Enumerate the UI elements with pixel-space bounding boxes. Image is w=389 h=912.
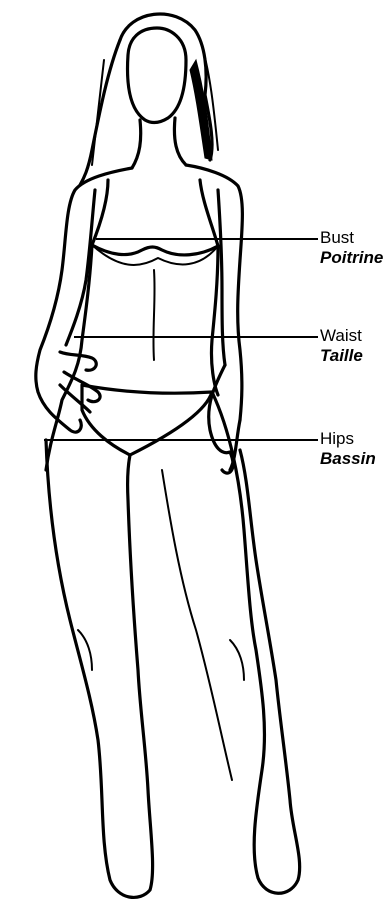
hips-label: Hips Bassin xyxy=(320,430,376,467)
female-figure-illustration xyxy=(36,14,300,897)
hips-label-fr: Bassin xyxy=(320,450,376,467)
face-outline xyxy=(128,28,186,122)
right-leg xyxy=(212,392,300,893)
bust-label-en: Bust xyxy=(320,229,383,246)
left-arm xyxy=(36,168,132,432)
bust-label-fr: Poitrine xyxy=(320,249,383,266)
left-leg xyxy=(46,440,153,897)
bust-label: Bust Poitrine xyxy=(320,229,383,266)
bikini-top xyxy=(92,180,218,255)
hips-label-en: Hips xyxy=(320,430,376,447)
torso-right xyxy=(211,246,218,395)
waist-label-en: Waist xyxy=(320,327,363,344)
waist-label-fr: Taille xyxy=(320,347,363,364)
waist-label: Waist Taille xyxy=(320,327,363,364)
